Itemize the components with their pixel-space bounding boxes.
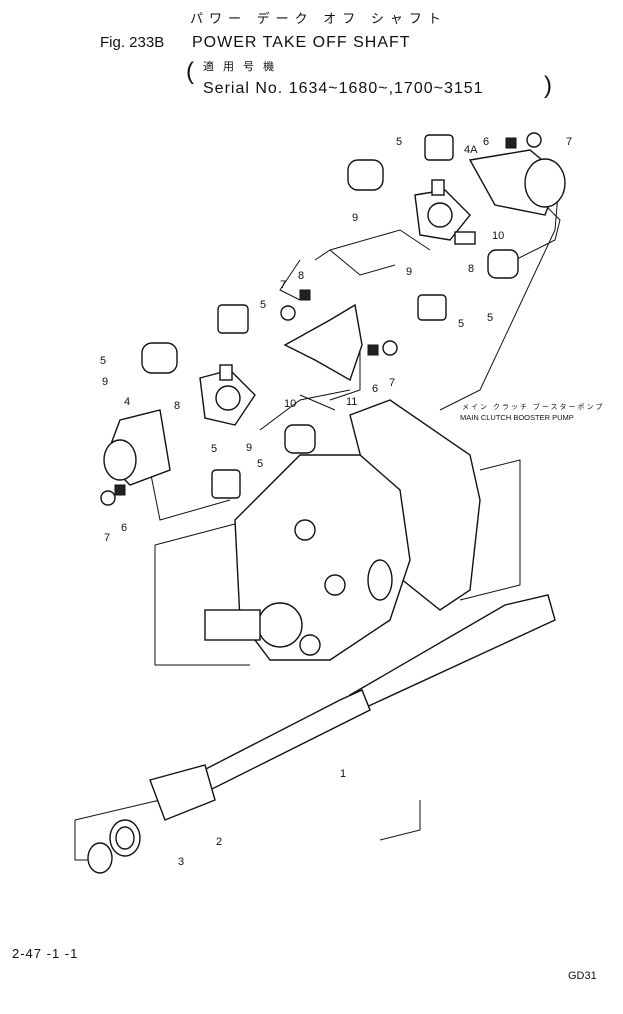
applicable-models-label: 適 用 号 機 <box>203 61 278 73</box>
paren-close: ) <box>544 72 552 99</box>
callout-9: 9 <box>406 266 413 278</box>
callout-8: 8 <box>468 263 475 275</box>
drawing-code: GD31 <box>568 970 597 982</box>
callout-4a: 4A <box>464 144 478 156</box>
paren-open: ( <box>186 58 194 85</box>
callout-4: 4 <box>124 396 131 408</box>
callout-7: 7 <box>566 136 573 148</box>
upper-universal-joint <box>347 132 566 321</box>
callout-3: 3 <box>178 856 185 868</box>
serial-range: Serial No. 1634~1680~,1700~3151 <box>203 80 484 97</box>
callout-7: 7 <box>389 377 396 389</box>
callout-6: 6 <box>372 383 379 395</box>
callout-10: 10 <box>492 230 505 242</box>
pump-label: MAIN CLUTCH BOOSTER PUMP <box>460 413 574 422</box>
callout-9: 9 <box>246 442 253 454</box>
callout-2: 2 <box>216 836 223 848</box>
callout-8: 8 <box>298 270 305 282</box>
callout-6: 6 <box>121 522 128 534</box>
callout-11: 11 <box>346 396 358 408</box>
callout-5: 5 <box>487 312 494 324</box>
callout-9: 9 <box>352 212 359 224</box>
lower-universal-joint <box>100 342 316 506</box>
callout-7: 7 <box>280 279 287 291</box>
callout-5: 5 <box>211 443 218 455</box>
callout-7: 7 <box>104 532 111 544</box>
callout-1: 1 <box>340 768 347 780</box>
callout-8: 8 <box>174 400 181 412</box>
japanese-title: パワー デーク オフ シャフト <box>190 11 447 26</box>
callout-5: 5 <box>257 458 264 470</box>
page-code: 2-47 -1 -1 <box>12 946 79 961</box>
middle-flange <box>217 289 398 382</box>
callout-5: 5 <box>100 355 107 367</box>
callout-9: 9 <box>102 376 109 388</box>
callout-5: 5 <box>396 136 403 148</box>
callout-6: 6 <box>483 136 490 148</box>
figure-number: Fig. 233B <box>100 34 165 51</box>
booster-pump <box>204 399 481 661</box>
pump-katakana-label: メイン クラッチ ブースターポンプ <box>462 404 605 411</box>
callout-5: 5 <box>260 299 267 311</box>
page-title: POWER TAKE OFF SHAFT <box>192 34 411 51</box>
pto-shaft <box>87 594 556 874</box>
callout-10: 10 <box>284 398 297 410</box>
callout-5: 5 <box>458 318 465 330</box>
